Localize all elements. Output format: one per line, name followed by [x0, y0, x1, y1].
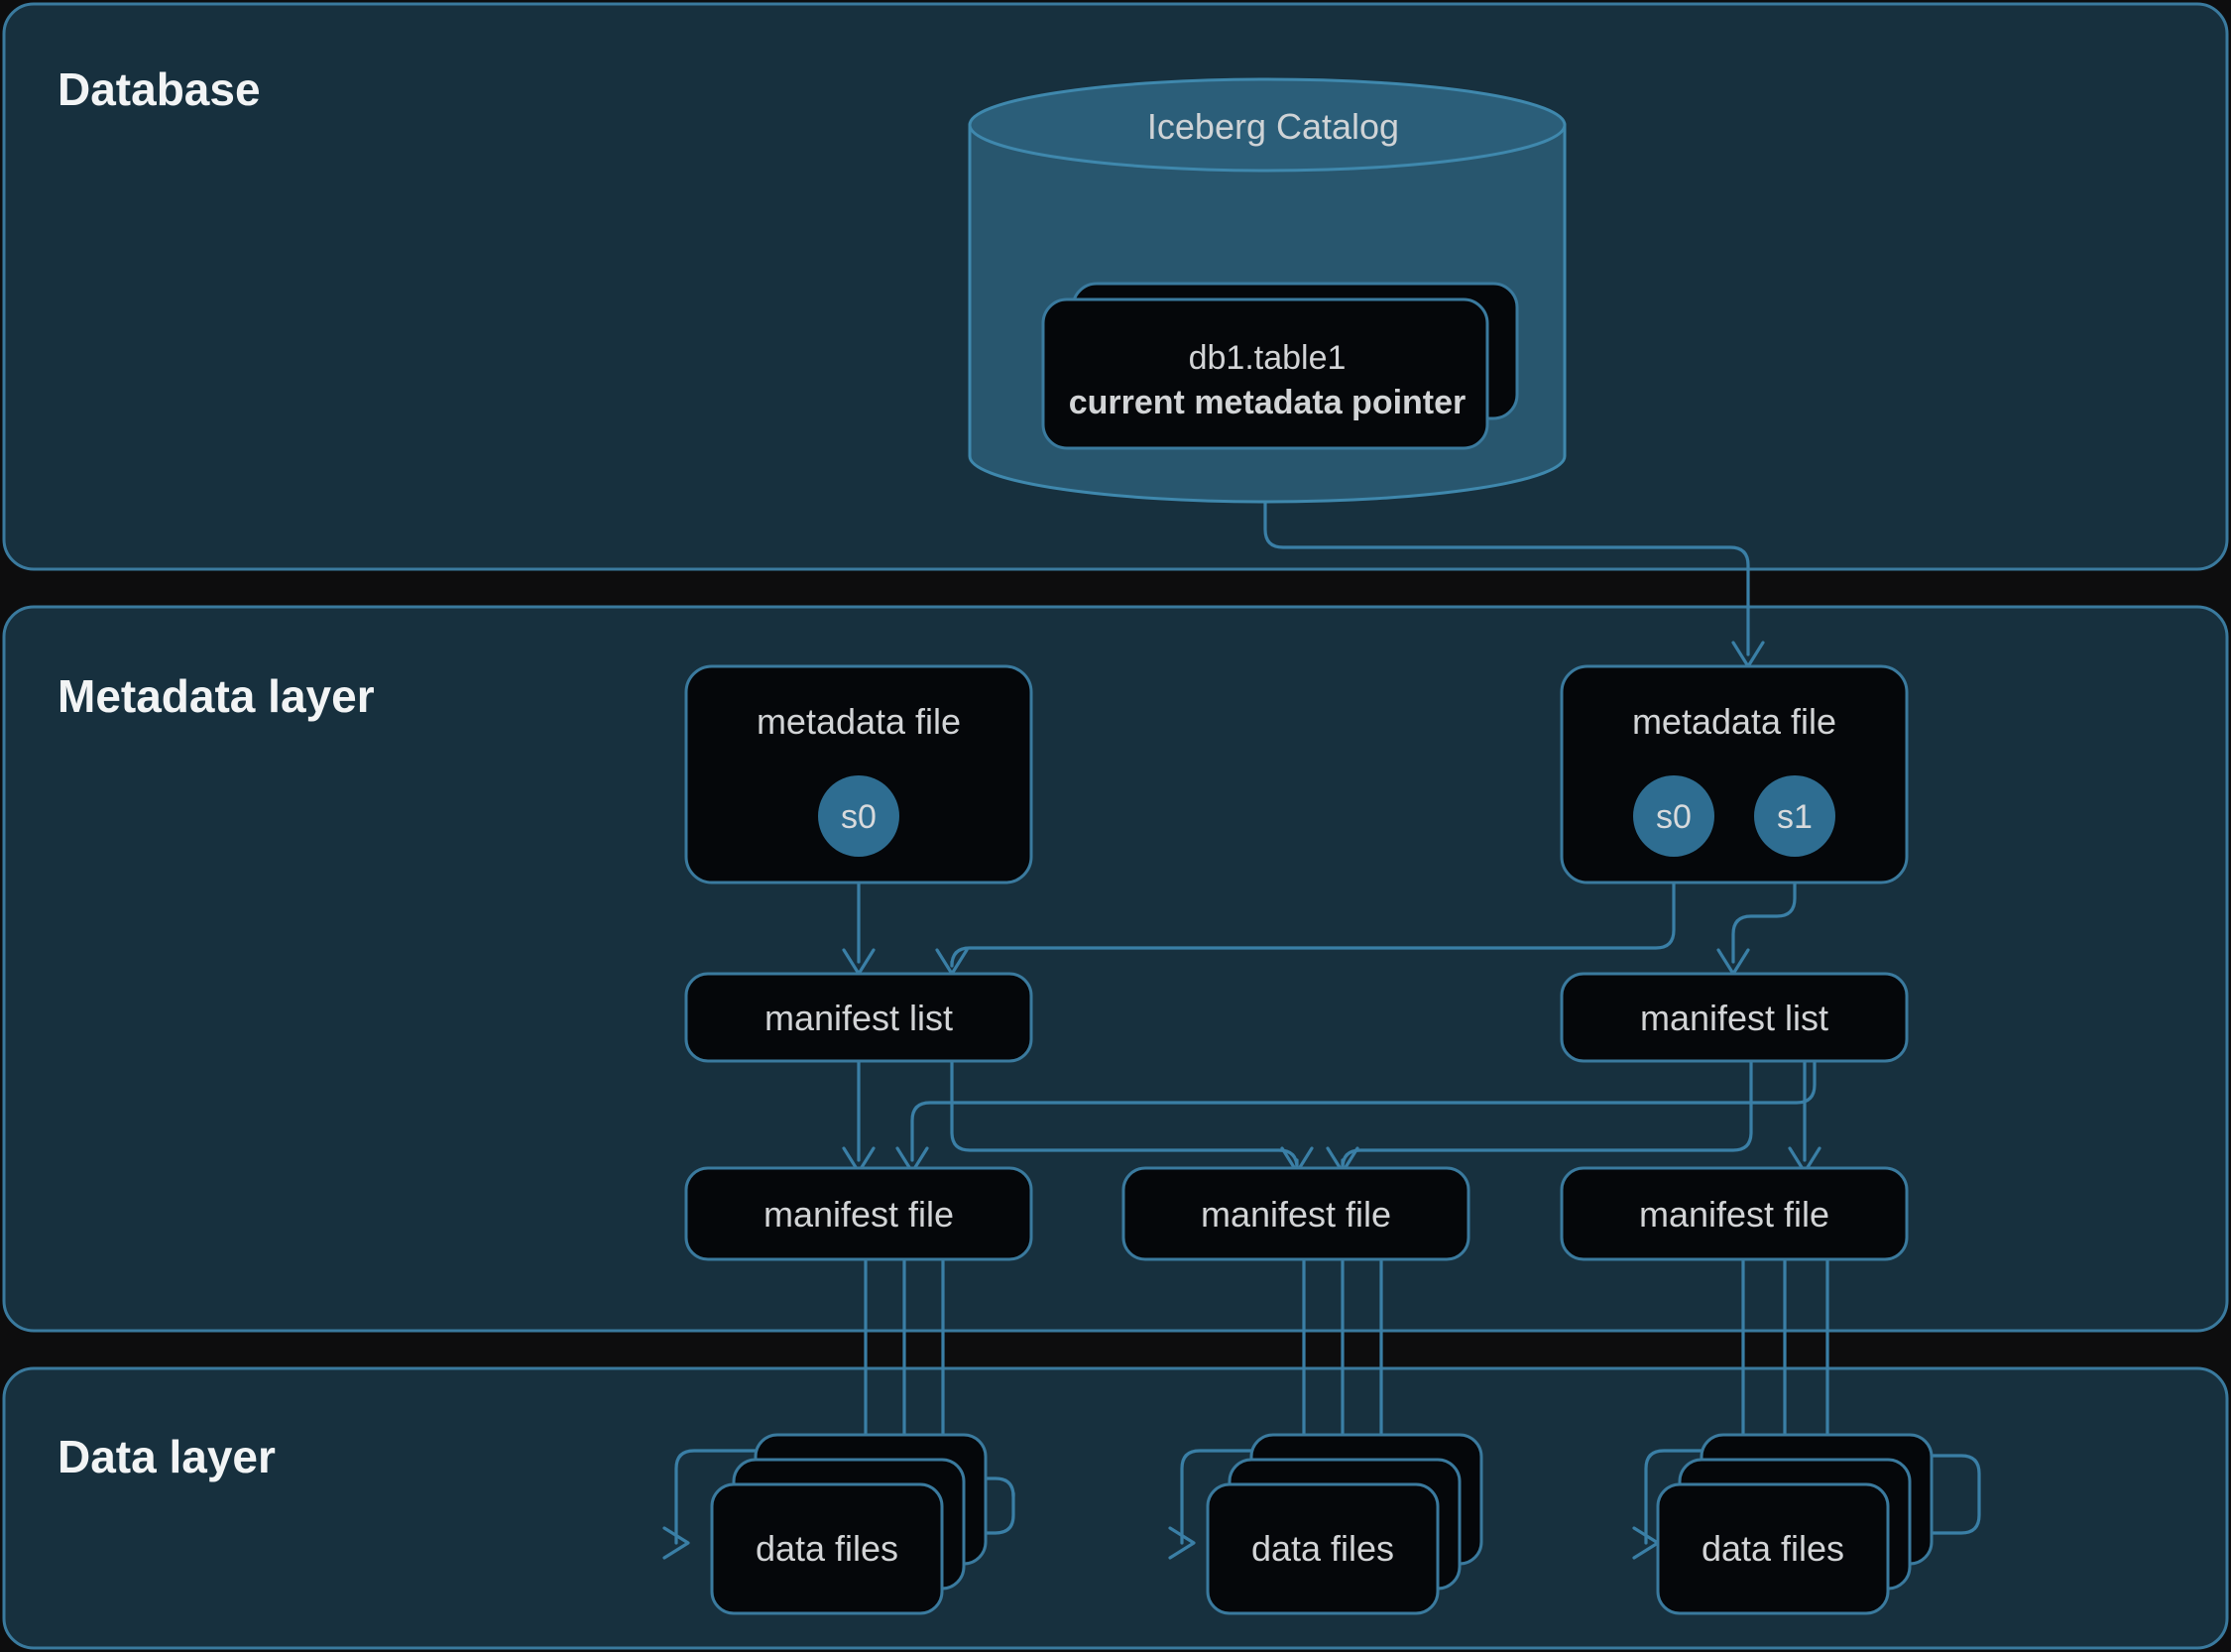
metadata-file-right-rect — [1560, 664, 1909, 885]
metadata-file-right-label: metadata file — [1632, 701, 1836, 742]
pointer-table-name: db1.table1 — [1189, 339, 1347, 377]
edge-catalog-to-metadata-right — [1263, 446, 1750, 656]
manifest-file-1-rect — [684, 1166, 1033, 1261]
snapshot-label-s0-left: s0 — [841, 798, 877, 836]
manifest-list-right[interactable]: manifest list — [1560, 972, 1909, 1063]
metadata-file-right[interactable]: metadata file s0 s1 — [1560, 664, 1909, 885]
edge-s0-right-to-manifest-list-left — [950, 811, 1676, 968]
edge-manifest-list-right-to-file-1b — [910, 1057, 1817, 1162]
iceberg-catalog-label: Iceberg Catalog — [1147, 106, 1399, 147]
pointer-caption: current metadata pointer — [1069, 384, 1467, 421]
data-files-3-stack-front — [1656, 1482, 1890, 1615]
data-files-2-stack-front — [1206, 1482, 1440, 1615]
data-files-1-stack-front — [710, 1482, 944, 1615]
edges-manifestlist-to-manifestfile — [842, 1057, 1821, 1174]
metadata-file-left-label: metadata file — [757, 701, 961, 742]
edge-manifest-list-right-to-file-2b — [1341, 1057, 1753, 1170]
metadata-file-left[interactable]: metadata file s0 — [684, 664, 1033, 885]
manifest-file-1[interactable]: manifest file — [684, 1166, 1033, 1261]
manifest-file-1-label: manifest file — [763, 1194, 954, 1235]
manifest-file-3-rect — [1560, 1166, 1909, 1261]
manifest-file-2[interactable]: manifest file — [1121, 1166, 1470, 1261]
manifest-list-right-rect — [1560, 972, 1909, 1063]
data-files-2[interactable]: data files — [1206, 1433, 1483, 1615]
data-files-3-label: data files — [1702, 1528, 1844, 1569]
manifest-list-left[interactable]: manifest list — [684, 972, 1033, 1063]
metadata-file-left-rect — [684, 664, 1033, 885]
snapshot-label-s1-right: s1 — [1777, 798, 1813, 836]
manifest-file-2-label: manifest file — [1201, 1194, 1391, 1235]
data-panel-title: Data layer — [58, 1431, 276, 1482]
metadata-panel-title: Metadata layer — [58, 670, 375, 722]
data-files-1-label: data files — [756, 1528, 898, 1569]
manifest-file-3-label: manifest file — [1639, 1194, 1829, 1235]
cylinder-top — [968, 77, 1567, 173]
snapshot-label-s0-right: s0 — [1656, 798, 1692, 836]
arrowhead-data-files-2-left — [1168, 1526, 1196, 1560]
manifest-file-3[interactable]: manifest file — [1560, 1166, 1909, 1261]
manifest-list-right-label: manifest list — [1640, 998, 1828, 1038]
database-panel-title: Database — [58, 63, 261, 115]
edge-manifest-file-1-right-tail — [875, 1491, 1015, 1535]
data-files-1[interactable]: data files — [710, 1433, 988, 1615]
data-files-3[interactable]: data files — [1656, 1433, 1934, 1615]
snapshot-circle-s1-right[interactable] — [1754, 775, 1835, 857]
manifest-list-left-rect — [684, 972, 1033, 1063]
manifest-file-2-rect — [1121, 1166, 1470, 1261]
manifest-list-left-label: manifest list — [764, 998, 953, 1038]
edge-s1-right-to-manifest-list-right — [1731, 811, 1797, 964]
snapshot-circle-s0-left[interactable] — [818, 775, 899, 857]
pointer-card-front — [1041, 297, 1489, 450]
data-files-2-label: data files — [1251, 1528, 1394, 1569]
current-metadata-pointer-card[interactable]: db1.table1 current metadata pointer — [1041, 282, 1519, 450]
snapshot-circle-s0-right[interactable] — [1633, 775, 1714, 857]
arrowhead-data-files-1-left — [662, 1526, 690, 1560]
edge-manifest-list-left-to-file-2a — [950, 1057, 1299, 1170]
